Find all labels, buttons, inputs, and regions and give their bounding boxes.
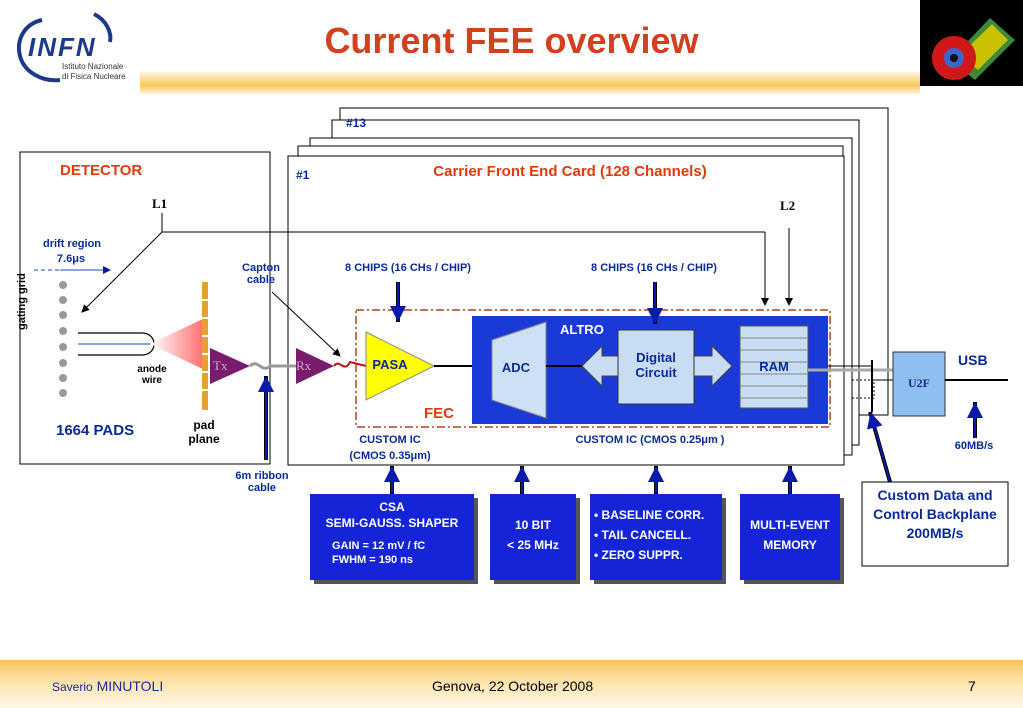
pads-label: 1664 PADS [56, 422, 135, 439]
usb-label: USB [958, 352, 988, 368]
rate-label: 60MB/s [954, 440, 994, 452]
anode-wire-label: anode wire [137, 364, 167, 386]
drift-time-label: 7.6μs [56, 253, 86, 265]
backplane-box [861, 481, 1009, 567]
card-1-label: #1 [296, 168, 310, 182]
custom-ic-right: CUSTOM IC (CMOS 0.25μm ) [575, 434, 725, 446]
l1-label: L1 [152, 196, 168, 211]
backplane-label: Custom Data and Control Backplane 200MB/… [873, 487, 997, 541]
infn-logo: INFN Istituto Nazionale di Fisica Nuclea… [14, 10, 142, 90]
tx-label: Tx [213, 358, 228, 373]
pad-plane-label: pad plane [188, 418, 220, 446]
rx-triangle [296, 348, 334, 384]
ram-box [739, 325, 809, 409]
u2f-label: U2F [908, 376, 930, 390]
card-13-label: #13 [346, 116, 367, 130]
detector-title: DETECTOR [60, 162, 143, 179]
drift-region-label: drift region [42, 238, 102, 250]
gating-grid-dots [59, 281, 67, 397]
footer-place: Genova, 22 October 2008 [432, 678, 594, 694]
cmos-left: (CMOS 0.35μm) [349, 450, 431, 462]
page-number: 7 [968, 678, 976, 694]
pasa-label: PASA [372, 357, 408, 372]
adc-label: ADC [501, 360, 531, 375]
carrier-label: Carrier Front End Card (128 Channels) [433, 163, 707, 180]
fec-label: FEC [424, 405, 454, 422]
adc-spec-box: 10 BIT < 25 MHz [490, 494, 576, 580]
adc-shape [491, 321, 547, 419]
digital-box [617, 329, 695, 405]
header-band [140, 72, 920, 94]
l2-label: L2 [780, 198, 796, 213]
custom-ic-left: CUSTOM IC [359, 434, 421, 446]
gating-grid-label: gating grid [16, 273, 28, 330]
chips-right-label: 8 CHIPS (16 CHs / CHIP) [591, 262, 717, 274]
page-title: Current FEE overview [324, 20, 699, 61]
tx-triangle [210, 348, 250, 384]
rx-label: Rx [296, 358, 312, 373]
ram-label: RAM [759, 359, 789, 374]
processing-box: • BASELINE CORR. • TAIL CANCELL. • ZERO … [590, 494, 722, 580]
u2f-box [892, 351, 946, 417]
digital-label: Digital Circuit [635, 350, 677, 380]
footer-band [0, 660, 1023, 708]
ribbon-label: 6m ribbon cable [235, 470, 289, 494]
pasa-triangle [365, 331, 436, 401]
chips-left-label: 8 CHIPS (16 CHs / CHIP) [345, 262, 471, 274]
capton-label: Capton cable [242, 262, 280, 286]
detector-box [19, 151, 271, 465]
footer-author: Saverio MINUTOLI [52, 678, 164, 694]
csa-box: CSA SEMI-GAUSS. SHAPER GAIN = 12 mV / fC… [310, 494, 474, 580]
detector-image [920, 0, 1023, 86]
memory-box: MULTI-EVENT MEMORY [740, 494, 840, 580]
altro-label: ALTRO [560, 322, 604, 337]
